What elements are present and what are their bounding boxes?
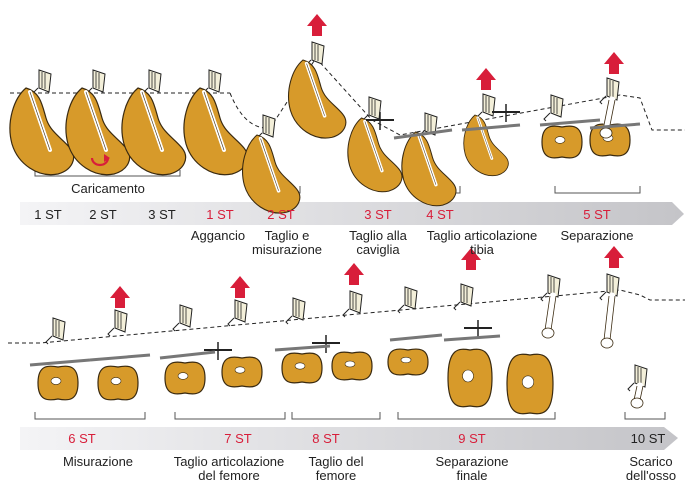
station-code-row1-3: 1 ST [206,207,234,222]
blade-2 [204,342,232,360]
leg-row1-0 [10,88,74,175]
station-code-row1-0: 1 ST [34,207,62,222]
station-code-row2-3: 9 ST [458,431,486,446]
station-label-row1-3: Aggancio [191,228,245,243]
leg-row1-8 [464,115,509,176]
hook-8 [476,94,495,120]
station-code-row1-5: 3 ST [364,207,392,222]
plate-8 [390,335,442,340]
lift-arrow-4 [230,276,250,298]
meat-row2-0 [38,366,78,400]
hook-13 [173,305,192,331]
meat-row2-2 [165,362,205,394]
leg-row1-6 [348,118,402,192]
plate-4 [30,360,90,365]
hook-18 [454,284,473,310]
hook-16 [343,291,362,317]
station-code-row2-1: 7 ST [224,431,252,446]
plate-5 [90,355,150,360]
station-code-row1-6: 4 ST [426,207,454,222]
hook-9 [544,95,563,121]
blade-3 [312,335,340,353]
station-code-row2-2: 8 ST [312,431,340,446]
meat-row2-7 [448,349,492,406]
meat-row2-5 [332,352,372,380]
meat-row2-3 [222,357,262,387]
meat-layer [10,60,643,414]
station-code-row1-1: 2 ST [89,207,117,222]
hook-11 [46,318,65,344]
lift-arrow-0 [307,14,327,36]
meat-row1-0 [542,126,582,158]
plate-7 [275,346,330,350]
plate-9 [444,336,500,340]
station-code-row1-4: 2 ST [267,207,295,222]
hook-14 [228,300,247,326]
leg-row1-7 [402,132,456,206]
meat-row2-4 [282,353,322,383]
station-code-row1-2: 3 ST [148,207,176,222]
bone-row2-2 [631,386,643,408]
station-code-row1-7: 5 ST [583,207,611,222]
leg-row1-2 [122,88,186,175]
blade-1 [492,104,520,122]
plate-2 [540,120,600,125]
leg-row1-1 [66,88,130,175]
lift-arrow-3 [110,286,130,308]
station-code-row2-0: 6 ST [68,431,96,446]
lift-arrow-2 [604,52,624,74]
station-label-row2-0: Misurazione [63,454,133,469]
plate-6 [160,352,215,358]
station-code-row2-4: 10 ST [631,431,666,446]
meat-row2-8 [507,354,553,413]
meat-row2-1 [98,366,138,400]
bone-row2-1 [601,296,615,348]
conveyor-line-row1 [10,58,685,135]
lift-arrow-5 [344,263,364,285]
blade-4 [464,320,492,338]
station-band-row2 [20,427,678,450]
station-label-row1-7: Separazione [561,228,634,243]
bone-row2-0 [542,296,556,338]
lift-arrow-1 [476,68,496,90]
hook-12 [108,310,127,336]
leg-row1-5 [289,60,346,138]
lift-arrow-7 [604,246,624,268]
group-label-caricamento: Caricamento [71,181,145,196]
leg-row1-4 [243,135,300,213]
meat-row2-6 [388,349,428,375]
leg-row1-3 [184,88,248,175]
